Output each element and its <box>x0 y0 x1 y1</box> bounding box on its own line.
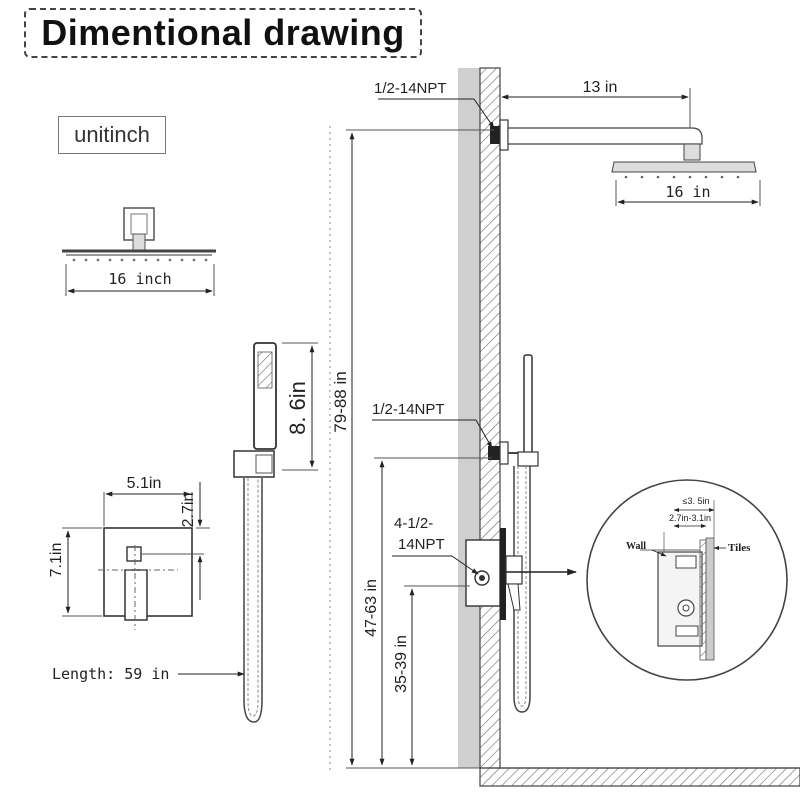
unit-label-box: unitinch <box>58 116 166 154</box>
right-valve <box>465 528 577 620</box>
arm-connection-callout: 1/2-14NPT <box>374 80 495 129</box>
arm-length-dimension: 13 in <box>501 79 691 128</box>
valve-height-floor-dimension: 35-39 in <box>393 585 470 766</box>
arm-length-label: 13 in <box>583 79 618 96</box>
valve-connection-callout: 4-1/2- 14NPT <box>392 515 479 575</box>
right-shower-arm <box>490 119 757 179</box>
hose-length-label: Length: 59 in <box>52 665 169 683</box>
left-valve <box>98 527 204 630</box>
valve-top-offset-label: 2.7in <box>180 493 197 528</box>
detail-max-depth-label: ≤3. 5in <box>683 496 710 506</box>
hand-connection-label: 1/2-14NPT <box>372 401 445 418</box>
hand-mount-height-dimension: 47-63 in <box>363 457 492 766</box>
hand-shower-length-label: 8. 6in <box>285 381 310 435</box>
valve-height-dimension: 7.1in <box>48 527 102 617</box>
hand-shower-length-dimension: 8. 6in <box>282 342 318 471</box>
hand-connection-callout: 1/2-14NPT <box>372 401 493 449</box>
hose-length-callout: Length: 59 in <box>52 665 245 683</box>
detail-depth-range-label: 2.7in-3.1in <box>669 513 711 523</box>
valve-width-label: 5.1in <box>127 475 162 492</box>
valve-height-floor-label: 35-39 in <box>393 635 410 693</box>
valve-height-label: 7.1in <box>48 543 65 578</box>
unit-label: unitinch <box>74 122 150 147</box>
total-height-label: 79-88 in <box>331 371 350 432</box>
left-hose <box>243 478 263 723</box>
left-hand-shower <box>233 342 277 478</box>
valve-top-offset-dimension: 2.7in <box>180 482 210 600</box>
right-head-width-label: 16 in <box>665 183 710 201</box>
total-height-dimension: 79-88 in <box>331 129 494 766</box>
arm-connection-label: 1/2-14NPT <box>374 80 447 97</box>
right-head-width-dimension: 16 in <box>615 180 761 206</box>
left-head-width-dimension: 16 inch <box>65 264 215 296</box>
detail-view: ≤3. 5in 2.7in-3.1in Wall Tiles <box>586 479 788 681</box>
valve-connection-line2: 14NPT <box>398 536 445 553</box>
left-head-width-label: 16 inch <box>108 270 171 288</box>
right-hand-shower <box>488 354 539 713</box>
wall <box>458 67 800 787</box>
page-title: Dimentional drawing <box>41 12 405 53</box>
valve-width-dimension: 5.1in <box>103 475 193 526</box>
detail-wall-label: Wall <box>626 541 646 552</box>
detail-tiles-label: Tiles <box>728 542 751 554</box>
left-shower-head <box>62 207 216 262</box>
hand-mount-height-label: 47-63 in <box>363 579 380 637</box>
valve-connection-line1: 4-1/2- <box>394 515 433 532</box>
title-box: Dimentional drawing <box>24 8 422 58</box>
